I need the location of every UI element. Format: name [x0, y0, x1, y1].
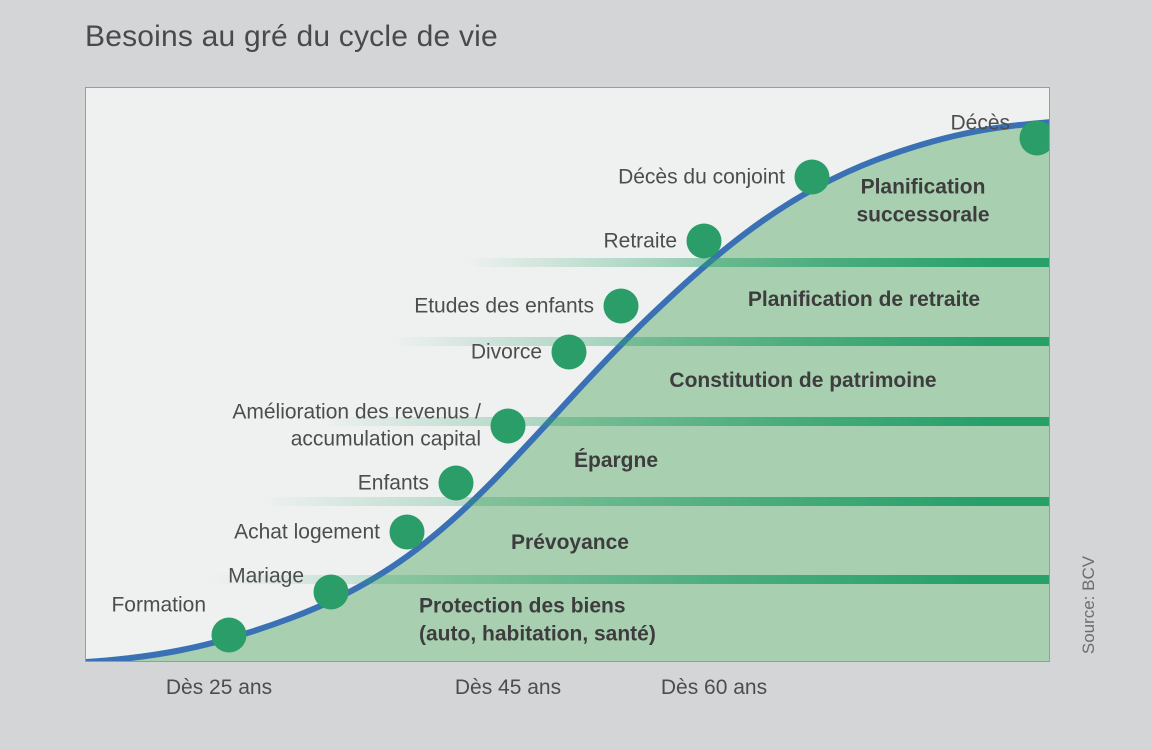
event-dot-deces-conjoint[interactable]	[794, 159, 830, 195]
event-label-formation: Formation	[111, 593, 206, 617]
event-dot-achat-logement[interactable]	[389, 514, 425, 550]
area-fill	[99, 122, 1049, 661]
source-note: Source: BCV	[1078, 545, 1100, 665]
chart-plot-area: Planification successorale Planification…	[85, 87, 1050, 662]
phase-label-constitution-de-patrimoine: Constitution de patrimoine	[669, 369, 937, 393]
page-title: Besoins au gré du cycle de vie	[85, 20, 498, 53]
separator-bar-5	[204, 575, 1049, 584]
separator-bar-3	[319, 417, 1049, 426]
separator-bar-1	[464, 258, 1049, 267]
event-dot-retraite[interactable]	[686, 223, 722, 259]
xtick-des-45-ans: Dès 45 ans	[454, 676, 562, 699]
event-dot-etudes-enfants[interactable]	[603, 288, 639, 324]
event-label-enfants: Enfants	[357, 471, 429, 495]
separator-bar-2	[389, 337, 1049, 346]
event-dot-amelioration[interactable]	[490, 408, 526, 444]
phase-label-epargne: Épargne	[573, 449, 659, 473]
event-label-divorce: Divorce	[470, 340, 542, 364]
phase-label-planification-de-retraite: Planification de retraite	[747, 288, 981, 312]
separator-bar-4	[259, 497, 1049, 506]
phase-label-planification-successorale: Planification successorale	[856, 175, 990, 226]
phase-label-protection-des-biens: Protection des biens (auto, habitation, …	[419, 594, 656, 645]
event-label-achat-logement: Achat logement	[234, 520, 380, 544]
xtick-des-60-ans: Dès 60 ans	[660, 676, 768, 699]
event-label-retraite: Retraite	[603, 229, 677, 253]
event-dot-deces[interactable]	[1019, 120, 1049, 156]
event-label-deces-conjoint: Décès du conjoint	[618, 165, 785, 189]
event-dot-formation[interactable]	[211, 617, 247, 653]
event-label-mariage: Mariage	[228, 564, 304, 588]
lifecycle-curve	[86, 119, 1049, 661]
event-label-amelioration: Amélioration des revenus / accumulation …	[232, 400, 481, 451]
event-label-deces: Décès	[950, 111, 1010, 135]
event-dot-enfants[interactable]	[438, 465, 474, 501]
xtick-des-25-ans: Dès 25 ans	[165, 676, 273, 699]
event-dot-mariage[interactable]	[313, 574, 349, 610]
curve-line	[86, 119, 1049, 661]
source-note-text: Source: BCV	[1079, 555, 1098, 655]
event-dot-divorce[interactable]	[551, 334, 587, 370]
phase-label-prevoyance: Prévoyance	[511, 531, 629, 555]
event-label-etudes-enfants: Etudes des enfants	[414, 294, 594, 318]
